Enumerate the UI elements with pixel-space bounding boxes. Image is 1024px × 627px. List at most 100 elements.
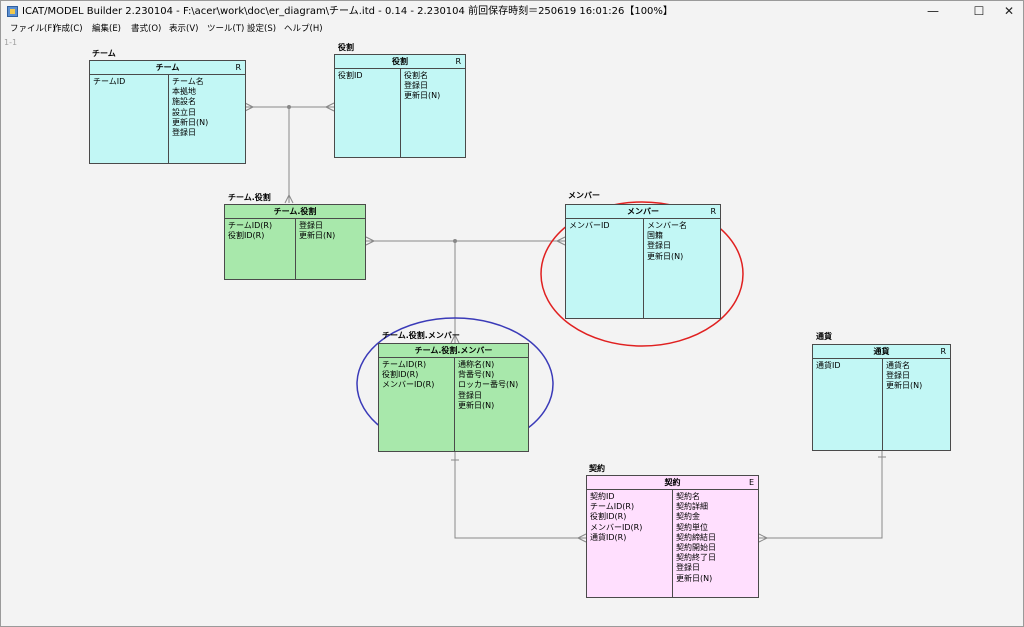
entity-team[interactable]: チーム R チームID チーム名 本拠地 施設名 設立日 更新日(N) 登録日 (89, 60, 246, 164)
menu-help[interactable]: ヘルプ(H) (284, 24, 323, 34)
crowfoot-team (244, 102, 254, 112)
attr-member-id-ref: メンバーID(R) (590, 522, 643, 532)
maximize-button[interactable]: ☐ (973, 4, 985, 18)
entity-team-role-member[interactable]: チーム.役割.メンバー チームID(R) 役割ID(R) メンバーID(R) 通… (378, 343, 529, 452)
label-contract: 契約 (589, 464, 605, 473)
attr-team-id-ref: チームID(R) (228, 221, 273, 230)
junction-team-role (287, 105, 291, 109)
contract-attributes: 契約名 契約詳細 契約金 契約単位 契約締結日 契約開始日 契約終了日 登録日 … (676, 492, 716, 584)
entity-contract-name: 契約 (664, 478, 681, 487)
crowfoot-trm-top (450, 334, 460, 344)
attr-role-name: 役割名 (404, 71, 428, 80)
attr-member-id: メンバーID (569, 221, 610, 230)
attr-nickname: 通称名(N) (458, 360, 495, 369)
attr-role-id-ref: 役割ID(R) (590, 512, 627, 522)
close-button[interactable]: ✕ (1003, 4, 1015, 18)
attr-updated: 更新日(N) (458, 400, 495, 410)
entity-currency[interactable]: 通貨 R 通貨ID 通貨名 登録日 更新日(N) (812, 344, 951, 451)
entity-divider (295, 218, 296, 279)
entity-team-badge: R (235, 63, 241, 72)
attr-team-updated: 更新日(N) (172, 117, 209, 127)
attr-role-id-ref: 役割ID(R) (228, 231, 265, 241)
crowfoot-teamrole-right (365, 236, 375, 246)
attr-member-nationality: 国籍 (647, 231, 663, 241)
entity-divider (454, 357, 455, 451)
attr-contract-amount: 契約金 (676, 512, 700, 522)
currency-keys: 通貨ID (816, 361, 841, 371)
attr-role-id-ref: 役割ID(R) (382, 370, 419, 380)
entity-divider (882, 358, 883, 450)
attr-team-registered: 登録日 (172, 128, 196, 138)
trm-keys: チームID(R) 役割ID(R) メンバーID(R) (382, 360, 434, 391)
window-title: ICAT/MODEL Builder 2.230104 - F:\acer\wo… (22, 6, 673, 17)
menu-format[interactable]: 書式(O) (131, 24, 162, 34)
entity-member-title: メンバー R (566, 205, 720, 219)
rel-trm-contract[interactable] (454, 452, 586, 539)
attr-contract-registered: 登録日 (676, 563, 700, 573)
attr-member-id-ref: メンバーID(R) (382, 380, 435, 390)
entity-role-title: 役割 R (335, 55, 465, 69)
entity-member-badge: R (710, 207, 716, 216)
menu-view[interactable]: 表示(V) (169, 24, 199, 34)
team-attributes: チーム名 本拠地 施設名 設立日 更新日(N) 登録日 (172, 77, 208, 138)
entity-team-role[interactable]: チーム.役割 チームID(R) 役割ID(R) 登録日 更新日(N) (224, 204, 366, 280)
label-currency: 通貨 (816, 332, 832, 341)
entity-team-name: チーム (155, 63, 180, 72)
attr-currency-name: 通貨名 (886, 361, 910, 370)
entity-role[interactable]: 役割 R 役割ID 役割名 登録日 更新日(N) (334, 54, 466, 158)
member-keys: メンバーID (569, 221, 610, 231)
entity-trm-title: チーム.役割.メンバー (379, 344, 528, 358)
attr-role-registered: 登録日 (404, 81, 428, 91)
attr-role-id: 役割ID (338, 71, 363, 80)
entity-member-name: メンバー (627, 207, 659, 216)
label-team-role: チーム.役割 (228, 193, 271, 202)
page-marker: 1-1 (4, 38, 18, 47)
attr-member-registered: 登録日 (647, 241, 671, 251)
attr-contract-end-date: 契約終了日 (676, 553, 716, 563)
attr-registered: 登録日 (299, 221, 323, 230)
menu-tools[interactable]: ツール(T) (207, 24, 245, 34)
minimize-button[interactable]: — (927, 4, 939, 18)
label-role: 役割 (338, 43, 354, 52)
annotation-red-circle (540, 201, 744, 347)
attr-updated: 更新日(N) (299, 231, 336, 241)
currency-attributes: 通貨名 登録日 更新日(N) (886, 361, 922, 392)
entity-divider (643, 218, 644, 318)
entity-contract-badge: E (748, 478, 754, 487)
attr-team-facility: 施設名 (172, 97, 196, 107)
menu-bar: ファイル(F) 作成(C) 編集(E) 書式(O) 表示(V) ツール(T) 設… (1, 22, 1023, 37)
title-bar[interactable]: ICAT/MODEL Builder 2.230104 - F:\acer\wo… (1, 1, 1023, 22)
menu-settings[interactable]: 設定(S) (247, 24, 277, 34)
attr-member-name: メンバー名 (647, 221, 687, 230)
entity-member[interactable]: メンバー R メンバーID メンバー名 国籍 登録日 更新日(N) (565, 204, 721, 319)
entity-trm-name: チーム.役割.メンバー (414, 346, 493, 355)
entity-currency-name: 通貨 (873, 347, 890, 356)
attr-contract-unit: 契約単位 (676, 522, 708, 532)
attr-currency-updated: 更新日(N) (886, 381, 923, 391)
menu-edit[interactable]: 編集(E) (92, 24, 122, 34)
entity-contract[interactable]: 契約 E 契約ID チームID(R) 役割ID(R) メンバーID(R) 通貨I… (586, 475, 759, 598)
contract-keys: 契約ID チームID(R) 役割ID(R) メンバーID(R) 通貨ID(R) (590, 492, 642, 543)
attr-member-updated: 更新日(N) (647, 251, 684, 261)
menu-file[interactable]: ファイル(F) (10, 24, 56, 34)
diagram-canvas[interactable]: 1-1 (1, 37, 1023, 626)
attr-currency-id-ref: 通貨ID(R) (590, 532, 627, 542)
attr-contract-start-date: 契約開始日 (676, 543, 716, 553)
attr-team-id-ref: チームID(R) (382, 360, 427, 369)
label-team: チーム (92, 49, 116, 58)
entity-role-name: 役割 (392, 57, 408, 66)
entity-divider (168, 74, 169, 163)
attr-contract-name: 契約名 (676, 492, 700, 501)
crowfoot-member-left (556, 236, 566, 246)
menu-create[interactable]: 作成(C) (53, 24, 83, 34)
crowfoot-role (325, 102, 335, 112)
entity-divider (400, 68, 401, 157)
app-icon[interactable] (7, 6, 18, 17)
label-member: メンバー (568, 191, 600, 200)
attr-team-name: チーム名 (172, 77, 204, 86)
entity-currency-badge: R (940, 347, 946, 356)
team-role-keys: チームID(R) 役割ID(R) (228, 221, 272, 241)
entity-team-title: チーム R (90, 61, 245, 75)
entity-divider (672, 489, 673, 597)
rel-currency-contract[interactable] (759, 451, 883, 539)
